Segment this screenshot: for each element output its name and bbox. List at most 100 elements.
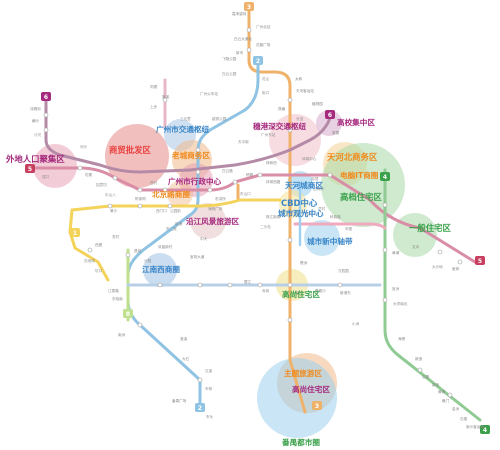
- station-dot: [195, 169, 201, 175]
- station-dot: [162, 97, 168, 103]
- station-dot: [137, 187, 143, 193]
- svg-text:5: 5: [478, 258, 482, 265]
- station-label: 新市: [236, 50, 244, 55]
- station-dot: [246, 47, 252, 53]
- station-dot: [287, 97, 293, 103]
- station-dot: [195, 147, 201, 153]
- zone-label-riverside: 沿江风景旅游区: [186, 216, 240, 226]
- station-label: 如意坊: [96, 182, 107, 187]
- station-dot: [112, 175, 118, 181]
- station-label: 公园前: [170, 208, 181, 213]
- zone-circle-new-axis: [304, 220, 340, 256]
- station-label: 黄埔: [392, 250, 400, 255]
- station-dot: [287, 127, 293, 133]
- zone-circle-beijing: [167, 181, 193, 207]
- station-label: 海傍: [398, 336, 406, 341]
- station-label: 坑口: [95, 268, 103, 273]
- zone-label-mid-res: 高尚住宅区: [282, 289, 320, 299]
- station-dot: [137, 322, 143, 328]
- station-label: 三元里: [180, 116, 191, 121]
- line-2: [126, 60, 260, 407]
- zone-label-new-axis: 城市新中轴带: [307, 236, 353, 246]
- line-ext-west: [68, 230, 110, 282]
- line-badge-5-east: 5: [475, 256, 485, 265]
- station-label: 鱼珠: [452, 266, 460, 271]
- zone-label-gaodang: 高档住宅区: [340, 192, 382, 202]
- station-label: 蕉门: [442, 398, 450, 403]
- station-dot: [162, 187, 168, 193]
- station-label: 滘口: [42, 174, 50, 179]
- station-label: 飞翔公园: [222, 56, 237, 61]
- station-dot: [227, 282, 233, 288]
- station-label: 市二宫: [166, 226, 177, 231]
- zone-label-gov: 广州市行政中心: [168, 176, 222, 186]
- line-badge-5-west: 5: [25, 164, 35, 173]
- zone-label-transit-east: 穗港深交通枢纽: [253, 121, 307, 131]
- station-label: 新街: [432, 382, 440, 387]
- station-label: 上步: [150, 104, 158, 109]
- station-label: 洛溪: [180, 336, 188, 341]
- station-label: 石碁: [422, 374, 430, 379]
- station-label: 新造: [415, 356, 423, 361]
- station-label: 广州火车站: [200, 91, 218, 96]
- station-label: 林和西: [266, 160, 277, 165]
- station-label: 赤岗: [262, 288, 270, 293]
- station-dot: [337, 282, 343, 288]
- line-badge-2-top: 2: [253, 56, 263, 65]
- station-label: 中大: [200, 236, 208, 241]
- station-dot: [157, 282, 163, 288]
- zone-label-panyu: 番禺都市圈: [281, 437, 320, 447]
- station-dot: [125, 252, 131, 258]
- station-label: 街口: [262, 90, 270, 95]
- station-label: 芳村: [112, 234, 120, 239]
- station-label: 棠溪: [162, 94, 170, 99]
- station-dot: [257, 282, 263, 288]
- svg-text:8: 8: [126, 311, 130, 318]
- station-dot: [382, 247, 388, 253]
- station-label: 沙园: [144, 258, 152, 263]
- station-label: 香雪: [332, 130, 340, 135]
- line-badge-3-top: 3: [244, 2, 254, 11]
- zone-circle-riverside: [190, 203, 226, 239]
- station-label: 大学城北: [393, 301, 408, 306]
- line-3-north: [247, 6, 307, 414]
- svg-text:2: 2: [198, 405, 202, 412]
- station-label: 西塱: [95, 242, 103, 247]
- station-label: 东山口: [240, 191, 251, 196]
- station-label: 白云公园: [222, 71, 237, 76]
- zone-label-foreign: 外地人口聚集区: [5, 154, 65, 164]
- station-dot: [327, 172, 333, 178]
- station-dot: [287, 237, 293, 243]
- station-label: 万胜围: [338, 268, 349, 273]
- station-dot: [87, 247, 93, 253]
- station-label: 江泰路: [108, 288, 119, 293]
- svg-text:3: 3: [247, 4, 251, 11]
- zone-label-tianhe-north: 天河北商务区: [327, 152, 378, 162]
- station-dot: [207, 187, 213, 193]
- svg-text:4: 4: [383, 174, 387, 181]
- station-dot: [197, 377, 203, 383]
- station-label: 河沙: [80, 144, 88, 149]
- station-label: 小洲: [352, 321, 360, 326]
- station-label: 白云大道北: [234, 36, 252, 41]
- station-label: 燕塘: [278, 106, 286, 111]
- station-dot: [257, 172, 263, 178]
- station-label: 官洲: [392, 286, 400, 291]
- station-dot: [43, 127, 49, 133]
- zone-label-transport: 广州市交通枢纽: [156, 124, 210, 134]
- station-label: 石牌桥: [313, 186, 324, 191]
- svg-text:2: 2: [256, 58, 260, 65]
- station-label: 天平架: [238, 139, 249, 144]
- zone-label-oldcomm: 老城商务区: [172, 150, 210, 160]
- svg-text:6: 6: [328, 112, 332, 119]
- station-label: 广州北站: [256, 24, 271, 29]
- station-label: 嘉禾望岗: [232, 11, 247, 16]
- station-label: 科韵路: [330, 214, 341, 219]
- station-label: 鹭江: [244, 279, 252, 284]
- station-label: 磨碟沙: [315, 288, 326, 293]
- station-label: 员村: [318, 206, 326, 211]
- station-label: 晓港: [175, 221, 183, 226]
- station-label: 客村: [295, 290, 303, 295]
- station-dot: [107, 203, 113, 209]
